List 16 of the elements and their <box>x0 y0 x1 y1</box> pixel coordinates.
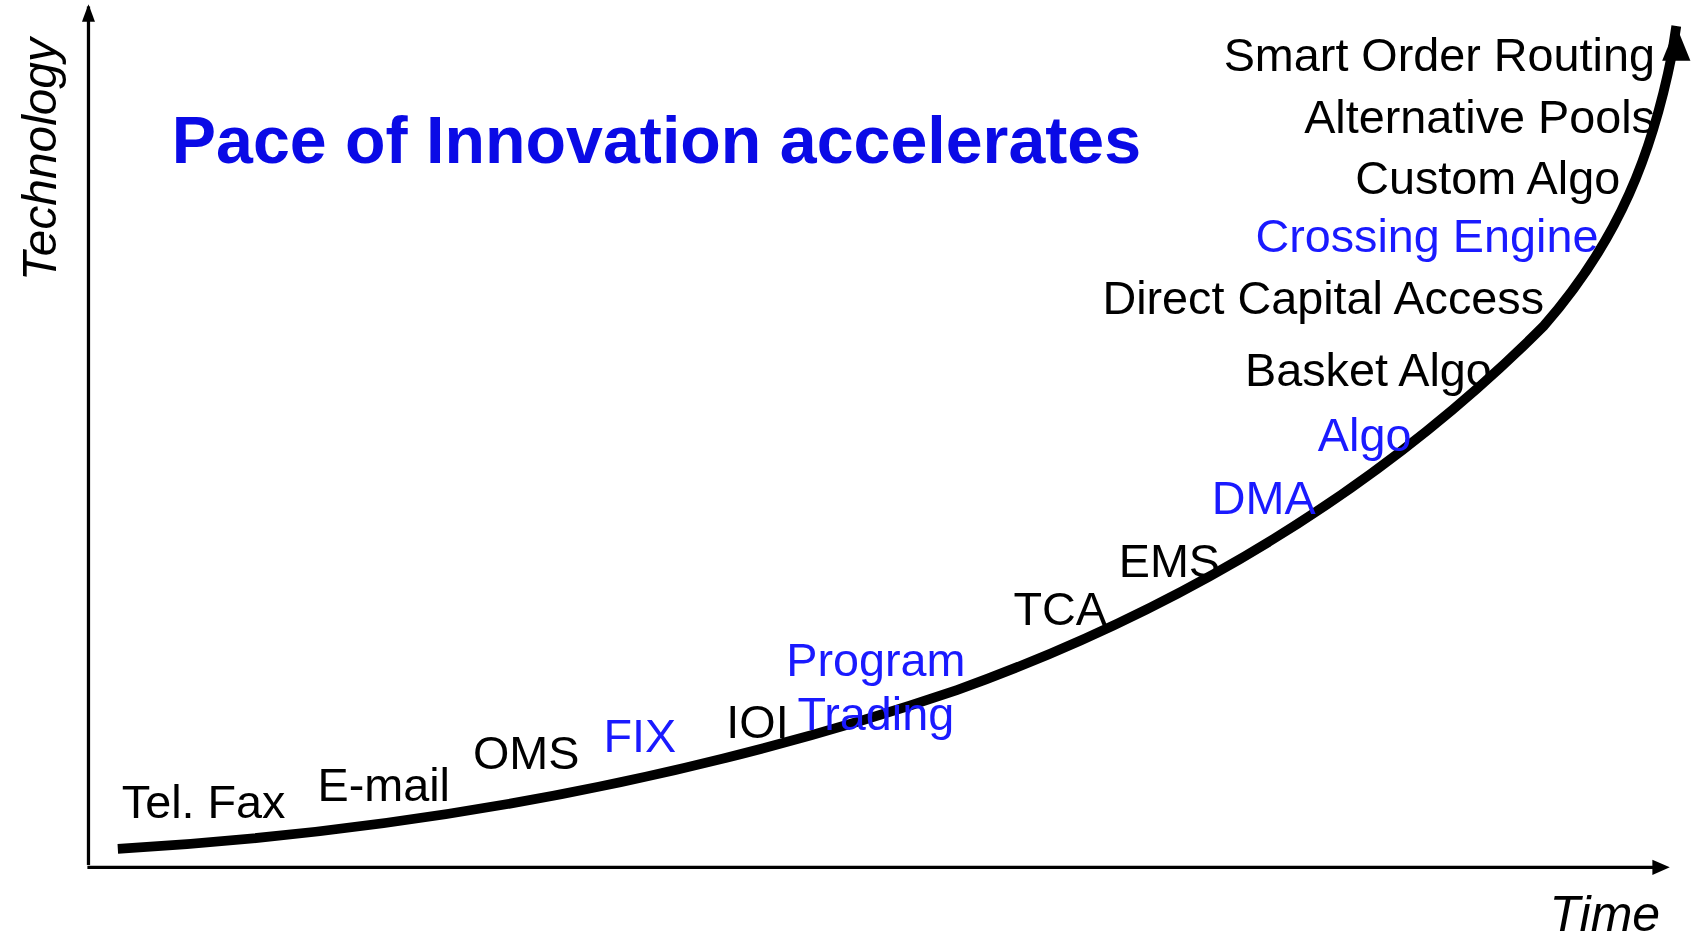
technology-label: Alternative Pools <box>1304 93 1655 141</box>
heading: Pace of Innovation accelerates <box>171 106 1142 173</box>
technology-label: DMA <box>1211 475 1316 522</box>
technology-label: Crossing Engine <box>1255 213 1599 260</box>
technology-label: Direct Capital Access <box>1102 275 1545 322</box>
technology-label: TCA <box>1013 586 1107 633</box>
axis-title: Time <box>1549 889 1661 939</box>
technology-label: FIX <box>603 713 677 761</box>
technology-label: E-mail <box>317 762 450 809</box>
technology-label: IOI <box>726 699 789 746</box>
technology-label: Algo <box>1317 412 1412 459</box>
technology-label: Custom Algo <box>1355 155 1621 203</box>
axis-title: Technology <box>16 38 65 282</box>
technology-label: Smart Order Routing <box>1223 31 1655 79</box>
technology-label: Tel. Fax <box>121 778 286 826</box>
technology-label: OMS <box>473 729 580 777</box>
